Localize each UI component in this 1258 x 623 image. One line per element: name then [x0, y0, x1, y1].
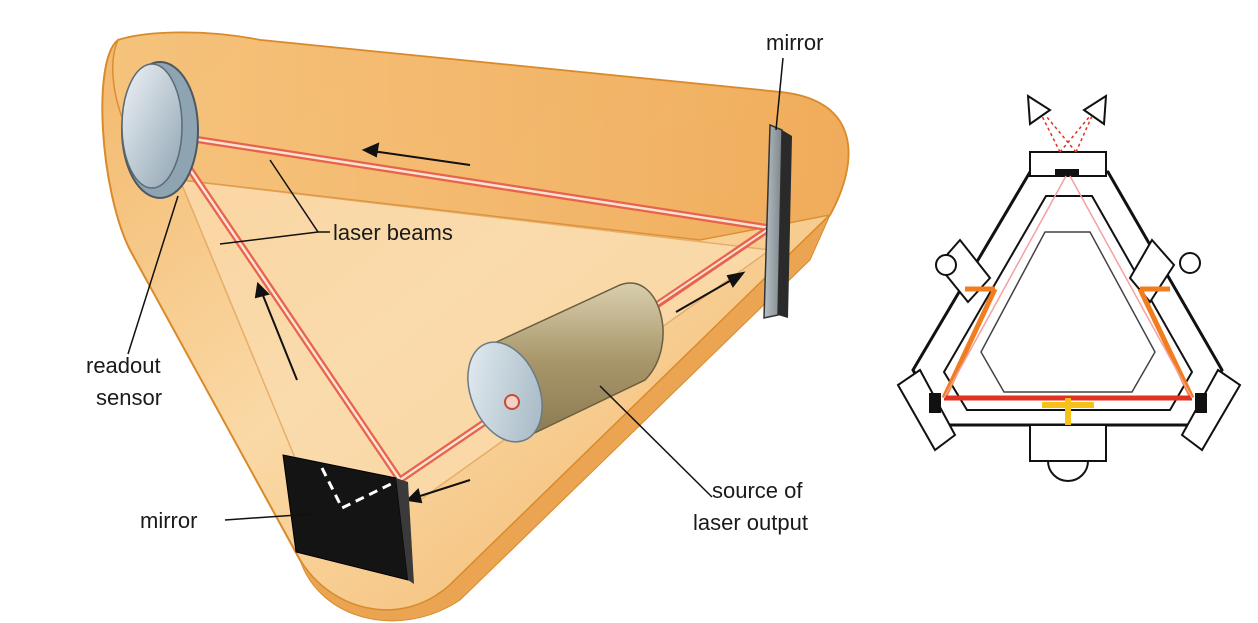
label-source-line2: laser output: [693, 510, 808, 535]
label-readout-line1: readout: [86, 353, 161, 378]
label-mirror-top: mirror: [766, 30, 823, 55]
label-mirror-bottom: mirror: [140, 508, 197, 533]
label-source-line1: source of: [712, 478, 803, 503]
label-laser-beams: laser beams: [333, 220, 453, 245]
label-readout-line2: sensor: [96, 385, 162, 410]
readout-sensor: [122, 62, 198, 198]
